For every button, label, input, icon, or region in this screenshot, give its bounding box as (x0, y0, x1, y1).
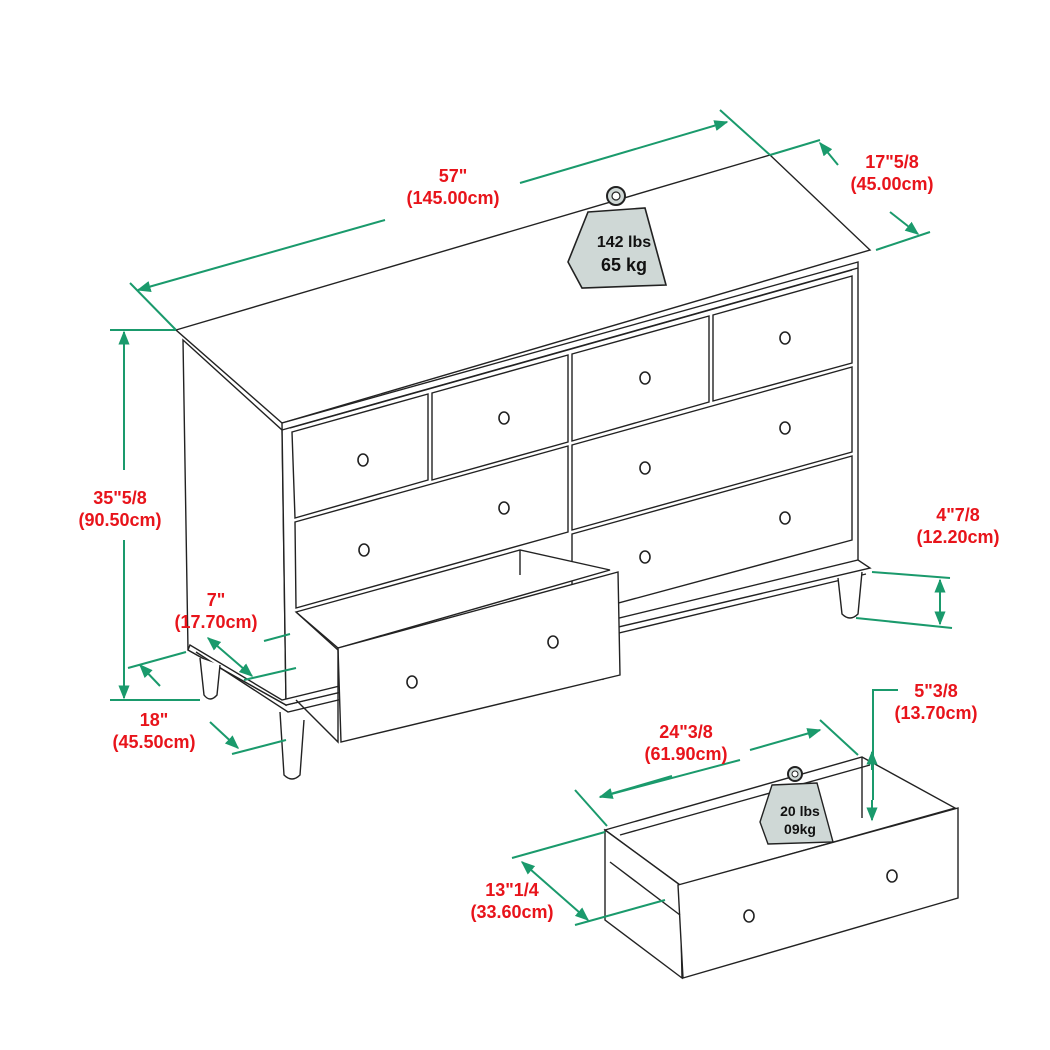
height-imperial: 35"5/8 (93, 488, 147, 508)
drawer-mid-left (294, 445, 569, 609)
drawer-width-metric: (61.90cm) (644, 744, 728, 764)
drawer-weight-label: 20 lbs 09kg (764, 802, 836, 838)
leg-height-imperial: 4"7/8 (936, 505, 980, 525)
drawer-knobs (357, 331, 791, 689)
drawer-inner-height-metric: (13.70cm) (894, 703, 978, 723)
open-drawer-inside (294, 549, 611, 649)
drawer-front-height-imperial: 7" (206, 590, 226, 610)
drawer-inner-height-imperial: 5"3/8 (914, 681, 958, 701)
side-depth-label: 18" (45.50cm) (98, 709, 210, 753)
drawer-width-label: 24"3/8 (61.90cm) (630, 721, 742, 765)
leg-height-metric: (12.20cm) (916, 527, 1000, 547)
side-depth-imperial: 18" (139, 710, 169, 730)
drawer-weight-icon (759, 766, 834, 845)
drawer-fronts (291, 275, 853, 744)
side-depth-metric: (45.50cm) (112, 732, 196, 752)
height-label: 35"5/8 (90.50cm) (62, 487, 178, 531)
dresser-weight-icon (567, 186, 668, 289)
drawer-front-height-metric: (17.70cm) (174, 612, 258, 632)
drawer-inner-height-label: 5"3/8 (13.70cm) (880, 680, 992, 724)
dresser-weight-label: 142 lbs 65 kg (582, 232, 666, 276)
drawer-weight-kg: 09kg (784, 821, 816, 837)
drawer-depth-label: 13"1/4 (33.60cm) (456, 879, 568, 923)
dresser-weight-kg: 65 kg (600, 255, 648, 275)
depth-imperial: 17"5/8 (865, 152, 919, 172)
depth-label: 17"5/8 (45.00cm) (836, 151, 948, 195)
depth-metric: (45.00cm) (850, 174, 934, 194)
dresser-weight-lbs: 142 lbs (596, 234, 652, 251)
width-metric: (145.00cm) (406, 188, 500, 208)
width-label: 57" (145.00cm) (393, 165, 513, 209)
drawer-width-imperial: 24"3/8 (659, 722, 713, 742)
dimension-lines (110, 109, 953, 926)
open-drawer-front (337, 571, 621, 743)
drawer-weight-lbs: 20 lbs (780, 803, 820, 819)
drawer-depth-imperial: 13"1/4 (485, 880, 539, 900)
drawer-depth-metric: (33.60cm) (470, 902, 554, 922)
drawer-mid-right (571, 366, 853, 531)
width-imperial: 57" (438, 166, 468, 186)
leg-height-label: 4"7/8 (12.20cm) (902, 504, 1014, 548)
height-metric: (90.50cm) (78, 510, 162, 530)
drawer-front-height-label: 7" (17.70cm) (160, 589, 272, 633)
